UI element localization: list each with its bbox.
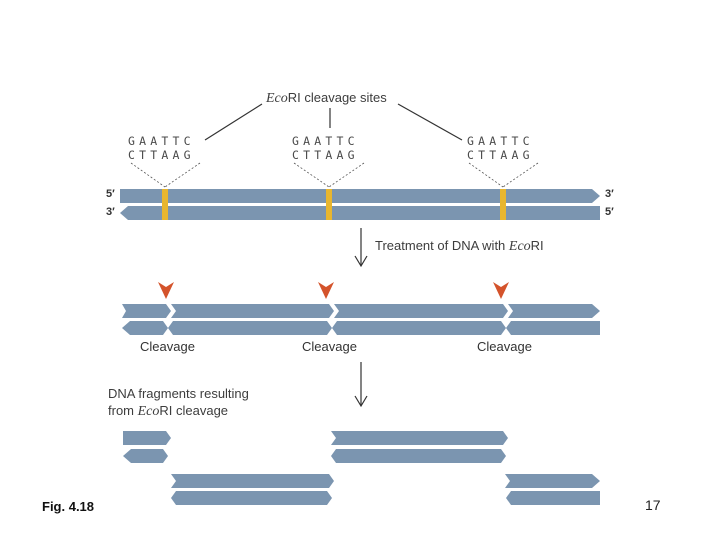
fragment-4-top	[505, 474, 600, 488]
step-arrow-2	[354, 362, 368, 408]
site-guide-lines	[130, 162, 539, 188]
fragment-1-top	[123, 431, 171, 445]
page-number: 17	[645, 497, 661, 513]
cut-bottom-3	[332, 321, 506, 335]
cut-top-2	[171, 304, 334, 318]
top-strand	[120, 189, 600, 203]
sequence-bottom-strand: CTTAAG	[292, 148, 359, 162]
fragments-label: DNA fragments resulting from EcoRI cleav…	[108, 385, 249, 420]
cut-dna	[122, 304, 600, 335]
cleavage-site-2	[326, 189, 332, 220]
fragment-3-top	[171, 474, 334, 488]
bottom-strand	[120, 206, 600, 220]
treatment-label: Treatment of DNA with EcoRI	[375, 238, 544, 254]
site-sequence-3: GAATTC CTTAAG	[467, 134, 534, 162]
fragment-2-top	[331, 431, 508, 445]
end-label-bottom-left: 3′	[106, 206, 115, 218]
step-arrow-1	[354, 228, 368, 268]
sequence-top-strand: GAATTC	[292, 134, 359, 148]
end-label-bottom-right: 5′	[605, 206, 614, 218]
sequence-bottom-strand: CTTAAG	[128, 148, 195, 162]
cut-bottom-2	[168, 321, 332, 335]
intact-dna	[120, 189, 600, 220]
cleavage-markers	[158, 282, 509, 299]
sequence-bottom-strand: CTTAAG	[467, 148, 534, 162]
pointer-line-3	[397, 103, 463, 141]
arrowhead-marker-1	[158, 282, 174, 299]
cut-bottom-4	[506, 321, 600, 335]
sequence-top-strand: GAATTC	[128, 134, 195, 148]
cleavage-label-1: Cleavage	[140, 339, 195, 354]
dna-fragments	[123, 431, 600, 505]
arrowhead-marker-3	[493, 282, 509, 299]
cleavage-label-2: Cleavage	[302, 339, 357, 354]
arrowhead-marker-2	[318, 282, 334, 299]
fragments-label-line-1: DNA fragments resulting	[108, 386, 249, 401]
site-sequence-2: GAATTC CTTAAG	[292, 134, 359, 162]
fragment-4-bottom	[506, 491, 600, 505]
fragment-1-bottom	[123, 449, 168, 463]
cut-top-3	[334, 304, 508, 318]
pointer-line-1	[204, 103, 263, 141]
end-label-top-right: 3′	[605, 188, 614, 200]
cut-top-1	[122, 304, 171, 318]
cut-bottom-1	[122, 321, 168, 335]
figure-label: Fig. 4.18	[42, 499, 95, 514]
cleavage-label-3: Cleavage	[477, 339, 532, 354]
fragment-3-bottom	[171, 491, 332, 505]
cleavage-site-1	[162, 189, 168, 220]
end-label-top-left: 5′	[106, 188, 115, 200]
fragments-label-line-2: from EcoRI cleavage	[108, 403, 229, 419]
cut-top-4	[508, 304, 600, 318]
cleavage-site-3	[500, 189, 506, 220]
sequence-top-strand: GAATTC	[467, 134, 534, 148]
fragment-2-bottom	[331, 449, 506, 463]
cleavage-sites-label: EcoRI cleavage sites	[266, 90, 387, 106]
site-pointer-lines	[204, 103, 463, 141]
site-sequence-1: GAATTC CTTAAG	[128, 134, 195, 162]
